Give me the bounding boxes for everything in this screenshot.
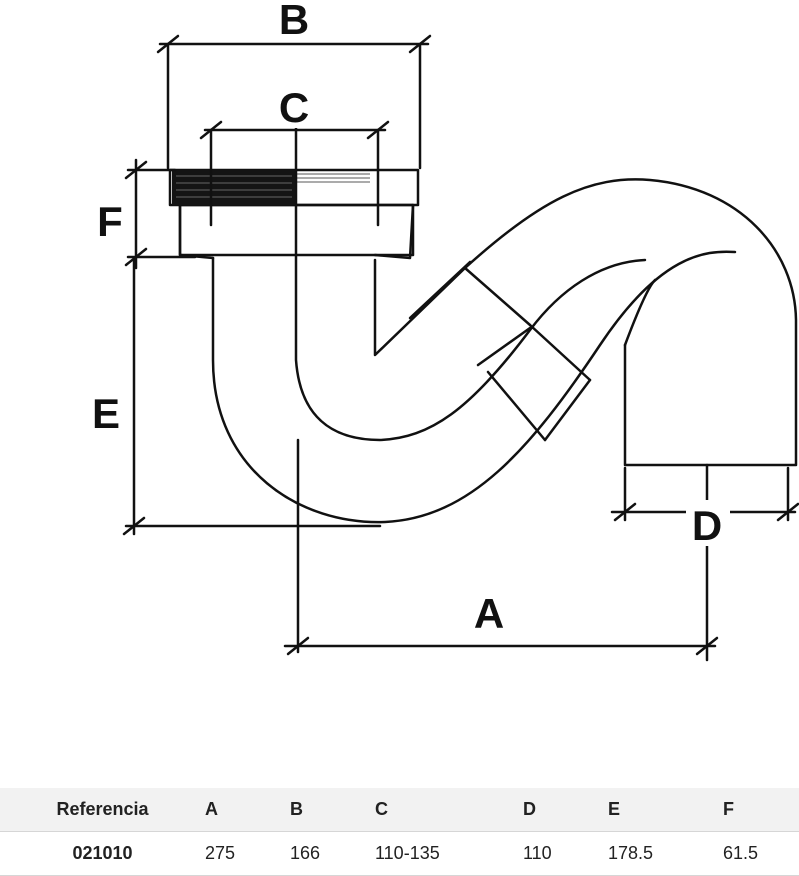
header-f: F: [723, 788, 799, 832]
cap-dark-band: [172, 170, 296, 205]
cap-lip: [373, 203, 415, 260]
cell-e: 178.5: [608, 831, 723, 876]
outlet-inner: [623, 278, 657, 347]
table-header-row: Referencia A B C D E F: [0, 788, 799, 832]
cap-top: [168, 168, 420, 207]
header-b: B: [290, 788, 375, 832]
thread-line: [408, 260, 472, 320]
header-c: C: [375, 788, 523, 832]
dim-label-e: E: [92, 390, 120, 437]
cell-ref: 021010: [0, 831, 205, 876]
header-ref: Referencia: [0, 788, 205, 832]
coupling-edge-2: [476, 326, 532, 367]
coupling-lower: [486, 370, 547, 442]
pipe-upper-arm: [373, 178, 798, 467]
cell-c: 110-135: [375, 831, 523, 876]
pipe-left-outer: [178, 198, 215, 260]
dim-label-a: A: [474, 590, 504, 637]
cell-a: 275: [205, 831, 290, 876]
dim-label-b: B: [279, 0, 309, 43]
coupling-edge-3: [543, 378, 592, 442]
coupling-upper: [463, 266, 532, 327]
dimensions-table: Referencia A B C D E F 021010 275 166 11…: [0, 788, 799, 876]
cell-f: 61.5: [723, 831, 799, 876]
table-row: 021010 275 166 110-135 110 178.5 61.5: [0, 831, 799, 876]
dim-label-c: C: [279, 84, 309, 131]
header-a: A: [205, 788, 290, 832]
dim-label-f: F: [97, 198, 123, 245]
pipe-inner-bend: [294, 253, 647, 442]
s-trap-diagram: B C F E D A: [92, 0, 799, 662]
header-d: D: [523, 788, 608, 832]
dim-label-d: D: [692, 502, 722, 549]
header-e: E: [608, 788, 723, 832]
coupling-edge: [528, 323, 592, 382]
pipe-outline: [211, 250, 737, 524]
cell-d: 110: [523, 831, 608, 876]
cell-b: 166: [290, 831, 375, 876]
